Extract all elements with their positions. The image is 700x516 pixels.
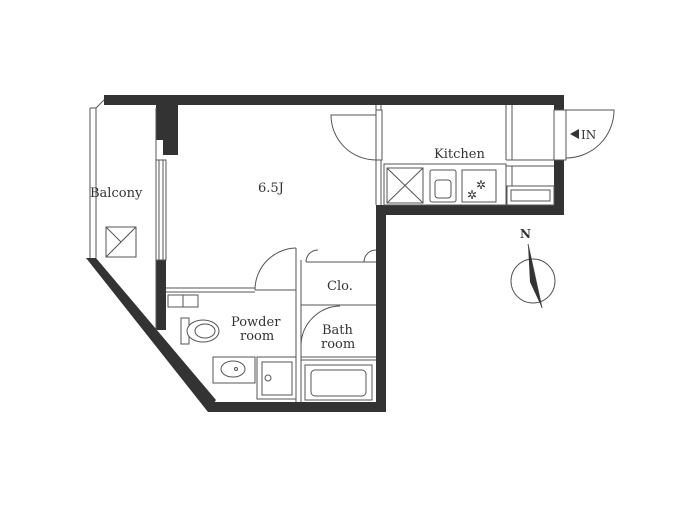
living-room-label: 6.5J <box>258 181 284 196</box>
kitchen-counter: ✲ ✲ <box>383 163 507 206</box>
triangle-left-icon <box>570 129 579 139</box>
entrance-door <box>553 109 615 161</box>
compass-label: N <box>520 227 531 241</box>
svg-text:✲: ✲ <box>476 178 486 192</box>
washbasin-icon <box>212 356 256 384</box>
svg-text:✲: ✲ <box>467 188 477 202</box>
kitchen-label: Kitchen <box>434 147 485 162</box>
washing-machine-pan-icon <box>256 356 297 400</box>
bath-room-door <box>300 305 341 347</box>
entrance-label: IN <box>581 128 596 142</box>
kitchen-sink-icon <box>429 169 457 203</box>
balcony-label: Balcony <box>90 186 143 201</box>
bathtub-icon <box>304 364 373 401</box>
powder-room-label-line2: room <box>240 329 274 344</box>
refrigerator-icon <box>386 167 424 204</box>
sliding-window <box>155 159 167 261</box>
closet-doors <box>305 249 377 263</box>
bath-room-label-line1: Bath <box>322 323 354 338</box>
bath-room-label-line2: room <box>321 337 355 352</box>
outdoor-unit-icon <box>105 226 137 258</box>
powder-room-door <box>254 247 297 291</box>
toilet-icon <box>180 317 220 345</box>
exterior-walls <box>86 95 564 412</box>
powder-room-label-line1: Powder <box>231 315 281 330</box>
kitchen-door <box>330 114 377 161</box>
shoe-cabinet <box>506 166 555 206</box>
north-arrow-icon <box>510 243 556 309</box>
closet-label: Clo. <box>327 279 353 294</box>
stove-icon: ✲ ✲ <box>461 169 497 203</box>
kitchen-partitions <box>375 105 554 205</box>
powder-room-fixtures <box>167 294 297 400</box>
